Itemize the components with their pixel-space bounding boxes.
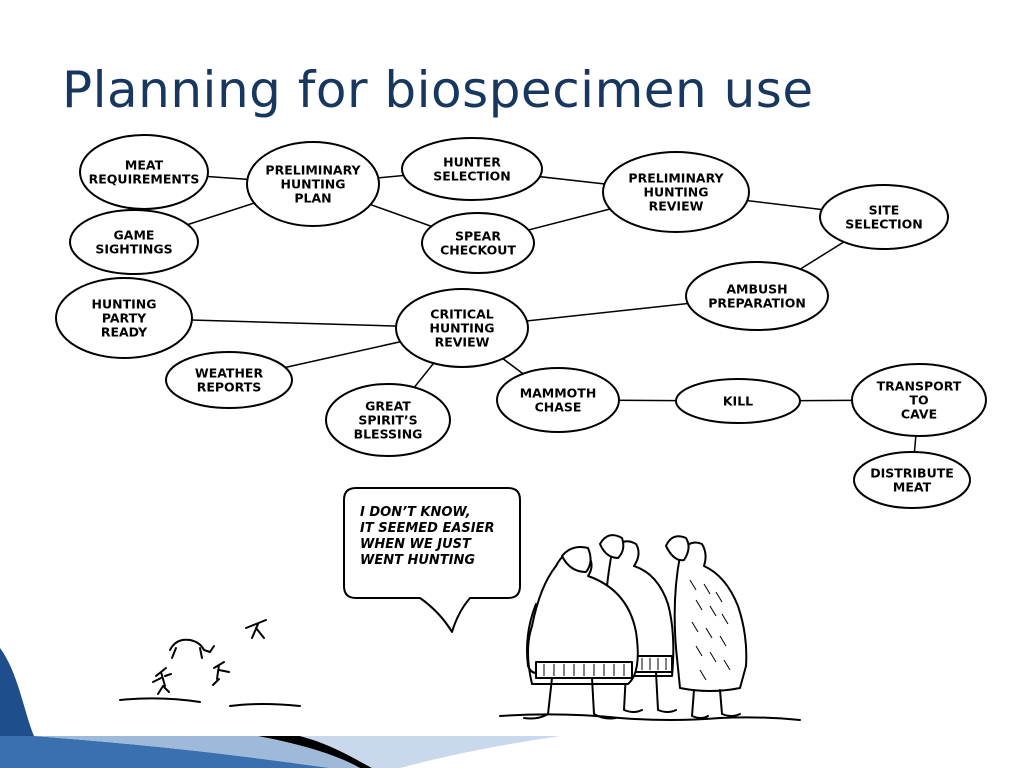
node-label-hunting-party-ready-3: READY — [101, 325, 148, 340]
node-shape-hunting-party-ready — [55, 277, 193, 359]
node-label-great-spirits-blessing-1: GREAT — [365, 399, 411, 414]
node-label-distribute-meat-1: DISTRIBUTE — [870, 466, 954, 481]
node-label-preliminary-hunting-plan-3: PLAN — [294, 191, 331, 206]
node-label-preliminary-hunting-review-2: HUNTING — [644, 185, 709, 200]
node-label-transport-to-cave-3: CAVE — [901, 407, 937, 422]
node-label-transport-to-cave-1: TRANSPORT — [877, 379, 962, 394]
node-label-game-sightings-2: SIGHTINGS — [95, 242, 172, 257]
node-label-mammoth-chase-1: MAMMOTH — [520, 386, 597, 401]
speech-line-4: WENT HUNTING — [360, 553, 475, 568]
node-shape-distribute-meat — [853, 451, 971, 509]
node-label-preliminary-hunting-plan-1: PRELIMINARY — [265, 163, 361, 178]
node-label-spear-checkout-1: SPEAR — [455, 229, 501, 244]
node-label-weather-reports-1: WEATHER — [195, 366, 264, 381]
speech-line-2: IT SEEMED EASIER — [360, 521, 495, 536]
node-label-kill-1: KILL — [723, 394, 753, 409]
node-label-preliminary-hunting-review-1: PRELIMINARY — [628, 171, 724, 186]
node-kill: KILL — [675, 378, 801, 424]
node-shape-ambush-preparation — [685, 261, 829, 331]
node-label-transport-to-cave-2: TO — [909, 393, 928, 408]
node-shape-weather-reports — [165, 351, 293, 409]
node-label-preliminary-hunting-plan-2: HUNTING — [281, 177, 346, 192]
slide-corner-decoration — [0, 648, 560, 768]
node-label-critical-hunting-review-1: CRITICAL — [430, 307, 493, 322]
node-label-spear-checkout-2: CHECKOUT — [440, 243, 516, 258]
speech-line-3: WHEN WE JUST — [360, 537, 472, 552]
node-label-weather-reports-2: REPORTS — [197, 380, 262, 395]
cave-doodles — [119, 619, 301, 707]
node-label-hunter-selection-2: SELECTION — [433, 169, 510, 184]
node-label-game-sightings-1: GAME — [114, 228, 155, 243]
speech-bubble: I DON’T KNOW, IT SEEMED EASIER WHEN WE J… — [343, 487, 521, 633]
node-shape-preliminary-hunting-plan — [246, 141, 380, 227]
node-label-site-selection-1: SITE — [869, 203, 900, 218]
node-shape-meat-requirements — [79, 134, 209, 210]
node-shape-transport-to-cave — [851, 363, 987, 437]
node-shape-site-selection — [819, 184, 949, 250]
node-label-critical-hunting-review-3: REVIEW — [435, 335, 490, 350]
node-label-meat-requirements-2: REQUIREMENTS — [89, 172, 200, 187]
slide-title: Planning for biospecimen use — [62, 61, 814, 119]
node-shape-game-sightings — [69, 209, 199, 275]
node-shape-great-spirits-blessing — [325, 383, 451, 457]
cavemen-illustration — [499, 534, 801, 721]
node-shape-kill — [675, 378, 801, 424]
node-shape-preliminary-hunting-review — [602, 151, 750, 233]
node-label-great-spirits-blessing-2: SPIRIT’S — [358, 413, 417, 428]
node-label-critical-hunting-review-2: HUNTING — [430, 321, 495, 336]
node-label-hunting-party-ready-2: PARTY — [102, 311, 147, 326]
node-label-distribute-meat-2: MEAT — [893, 480, 932, 495]
node-shape-mammoth-chase — [496, 367, 620, 433]
node-label-ambush-preparation-1: AMBUSH — [726, 282, 787, 297]
node-label-hunting-party-ready-1: HUNTING — [92, 297, 157, 312]
speech-line-1: I DON’T KNOW, — [360, 505, 471, 520]
node-label-ambush-preparation-2: PREPARATION — [708, 296, 806, 311]
node-label-meat-requirements-1: MEAT — [125, 158, 164, 173]
node-label-site-selection-2: SELECTION — [845, 217, 922, 232]
node-label-hunter-selection-1: HUNTER — [443, 155, 501, 170]
node-label-great-spirits-blessing-3: BLESSING — [354, 427, 423, 442]
node-label-mammoth-chase-2: CHASE — [535, 400, 582, 415]
node-shape-hunter-selection — [401, 137, 543, 201]
node-shape-critical-hunting-review — [395, 288, 529, 368]
node-label-preliminary-hunting-review-3: REVIEW — [649, 199, 704, 214]
node-shape-spear-checkout — [421, 212, 535, 274]
